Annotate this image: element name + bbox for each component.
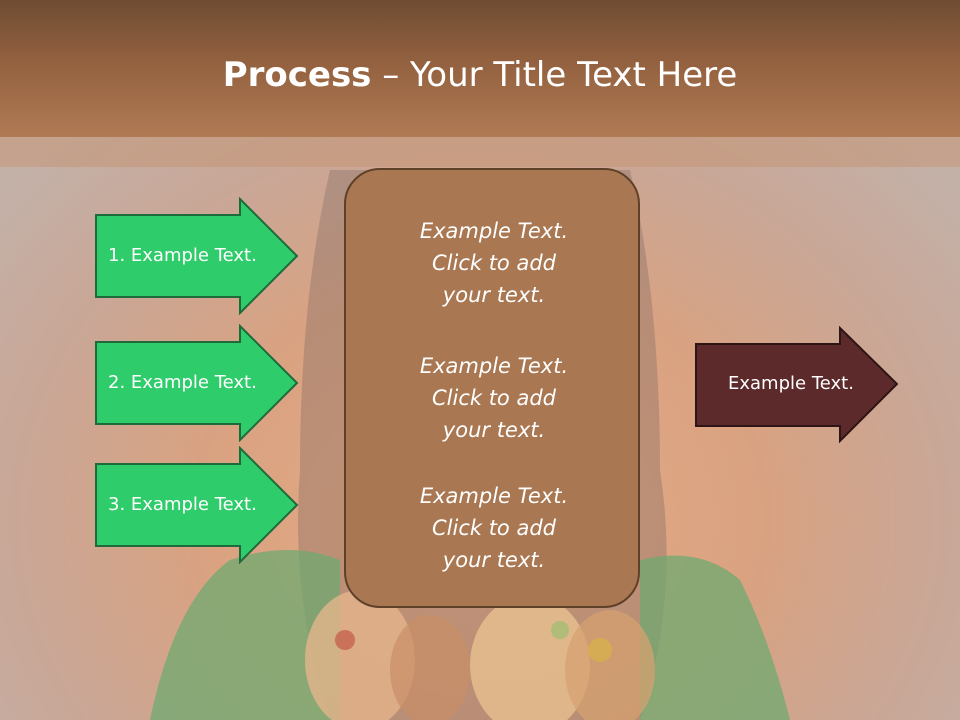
center-text-2[interactable]: Example Text. Click to add your text. <box>419 354 569 442</box>
center-process-box[interactable]: Example Text. Click to add your text. Ex… <box>344 168 640 608</box>
title-underband <box>0 137 960 167</box>
title-bold-text: Process <box>222 55 372 95</box>
output-label: Example Text. <box>728 373 854 394</box>
slide-title[interactable]: Process – Your Title Text Here <box>0 52 960 98</box>
output-arrow[interactable] <box>694 326 900 444</box>
center-text-3[interactable]: Example Text. Click to add your text. <box>419 484 569 572</box>
step-arrow-2[interactable] <box>94 324 300 442</box>
step-label-1: 1. Example Text. <box>108 245 257 266</box>
center-text-1[interactable]: Example Text. Click to add your text. <box>419 219 569 307</box>
step-arrow-1[interactable] <box>94 197 300 315</box>
title-band <box>0 0 960 137</box>
step-arrow-3[interactable] <box>94 446 300 564</box>
step-label-3: 3. Example Text. <box>108 494 257 515</box>
title-rest-text: – Your Title Text Here <box>371 55 738 95</box>
step-label-2: 2. Example Text. <box>108 372 257 393</box>
